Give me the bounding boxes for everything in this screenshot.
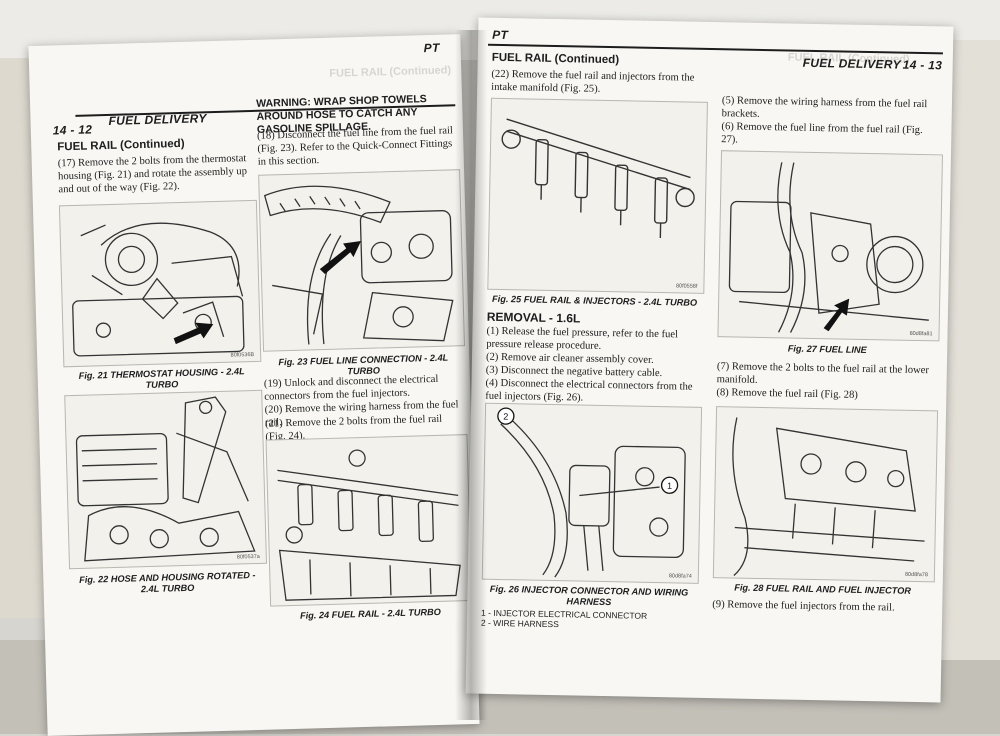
fig-28-illustration: 80d8fa78 [712,406,939,583]
fig-25-caption: Fig. 25 FUEL RAIL & INJECTORS - 2.4L TUR… [492,293,698,308]
arrow-icon [319,240,362,274]
fig-24-illustration [265,434,473,607]
fig-25-code: 80f0558f [675,283,698,290]
right-header-title: FUEL DELIVERY [802,55,901,72]
fuel-line-connection-drawing [263,185,454,345]
right-section-title: FUEL RAIL (Continued) [491,51,620,67]
fuel-rail-turbo-drawing [277,449,461,601]
left-section-title: FUEL RAIL (Continued) [57,137,185,154]
book-gutter-shadow [455,30,487,720]
step-22-text: (22) Remove the fuel rail and injectors … [491,68,695,95]
callout-1-icon: 1 [660,476,679,494]
left-page: FUEL RAIL (Continued) PT 14 - 12 FUEL DE… [28,34,480,736]
fig-24-caption: Fig. 24 FUEL RAIL - 2.4L TURBO [299,606,442,621]
arrow-icon [173,322,214,345]
left-page-number: 14 - 12 [52,122,93,138]
fig-27-illustration: 80d8fa81 [717,150,943,342]
removal-step: (4) Disconnect the electrical connectors… [485,377,693,404]
step-6-text: (6) Remove the fuel line from the fuel r… [721,121,923,146]
fuel-line-drawing [728,162,929,333]
fig-28-code: 80d8fa78 [904,571,928,579]
removal-steps-list: (1) Release the fuel pressure, refer to … [485,325,701,407]
left-header-title: FUEL DELIVERY [108,111,207,128]
bleed-through-text: FUEL RAIL (Continued) [329,64,452,80]
fuel-rail-fuel-injector-drawing [732,417,925,576]
fig-27-code: 80d8fa81 [909,330,933,338]
fig-22-illustration: 80f0537a [64,389,267,570]
fig-25-illustration: 80f0558f [487,97,708,294]
thermostat-housing-drawing [72,222,245,357]
fig-26-code: 80d8fa74 [668,573,692,580]
left-header-tag: PT [423,40,440,56]
removal-step: (1) Release the fuel pressure, refer to … [486,325,679,352]
fig-22-caption: Fig. 22 HOSE AND HOUSING ROTATED - 2.4L … [79,570,256,595]
right-header-tag: PT [492,27,509,43]
removal-title: REMOVAL - 1.6L [486,309,581,326]
fig-22-code: 80f0537a [236,553,260,561]
svg-text:2: 2 [503,412,508,422]
fig-28-caption: Fig. 28 FUEL RAIL AND FUEL INJECTOR [734,582,912,596]
svg-text:1: 1 [667,481,672,491]
callout-2-icon: 2 [497,407,515,425]
step-9-text: (9) Remove the fuel injectors from the r… [712,599,895,614]
arrow-icon [823,298,850,332]
fuel-rail-injectors-drawing [501,118,695,239]
fig-21-code: 80f0536B [230,351,255,359]
fig-27-caption: Fig. 27 FUEL LINE [787,343,867,356]
fig-26-illustration: 1 2 80d8fa74 [481,402,703,584]
fig-21-illustration: 80f0536B [58,199,262,368]
fig-23-illustration [258,169,465,352]
right-page: FUEL RAIL (Continued) PT FUEL DELIVERY 1… [465,17,954,703]
step-18-text: (18) Disconnect the fuel line from the f… [256,125,454,168]
right-page-number: 14 - 13 [902,57,943,73]
fig-26-caption: Fig. 26 INJECTOR CONNECTOR AND WIRING HA… [489,583,689,608]
fig-21-caption: Fig. 21 THERMOSTAT HOUSING - 2.4L TURBO [78,366,245,391]
step-17-text: (17) Remove the 2 bolts from the thermos… [57,153,248,196]
hose-housing-rotated-drawing [75,396,256,562]
injector-connector-drawing: 1 2 [497,407,686,578]
